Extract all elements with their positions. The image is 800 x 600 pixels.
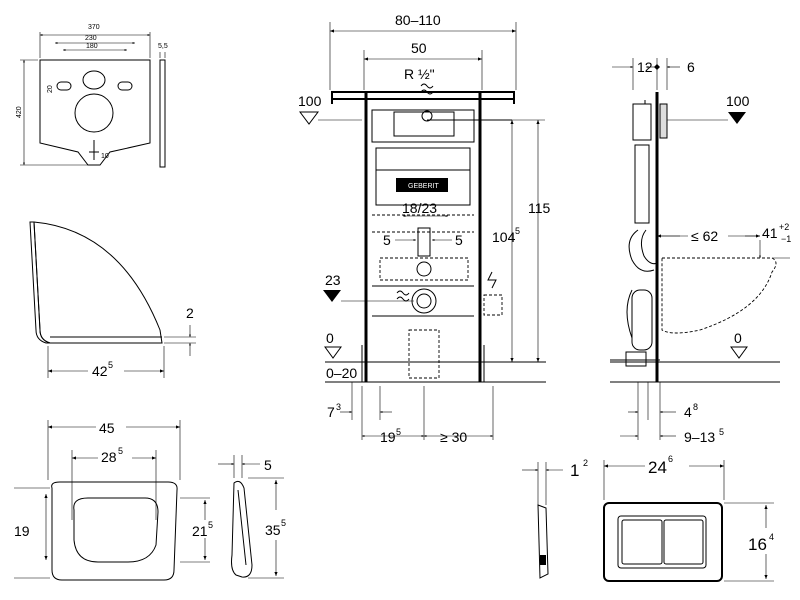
plate-hole-label: 20	[47, 85, 54, 93]
insulation-plate-view: 370 230 180 10 420 20 5,5	[16, 24, 168, 168]
reach-label: ≤ 62	[691, 228, 718, 244]
total-height-label: 115	[528, 200, 551, 216]
frame-side-view: 12 6 ≤ 62 41 +2 −1 100 0	[610, 58, 791, 445]
depth-6-label: 6	[687, 59, 695, 75]
level-100-left-label: 100	[298, 93, 322, 109]
brand-label: GEBERIT	[408, 183, 439, 190]
frame-front-view: 80–110 50 R ½" GEBERIT 18/23 5 5	[298, 12, 551, 445]
plate-slot-label: 10	[101, 153, 109, 160]
dim-7-label: 7	[327, 404, 335, 420]
plate-height-label: 420	[16, 106, 23, 118]
bowl-height-label: 41	[762, 225, 778, 241]
plate-width-2-label: 230	[85, 35, 97, 42]
lid-inner-height-sup: 5	[208, 520, 213, 530]
button-width-label: 24	[648, 458, 667, 477]
seat-width-sup: 5	[108, 360, 113, 370]
button-thickness-sup: 2	[583, 458, 588, 468]
seat-side-view: 2 42 5	[29, 221, 196, 379]
flush-height-sup: 5	[515, 226, 520, 236]
dim-30-label: ≥ 30	[440, 429, 467, 445]
plate-thickness-label: 5,5	[158, 43, 168, 50]
dim-7-sup: 3	[336, 402, 341, 412]
seat-depth-label: 2	[186, 305, 194, 321]
gap-left-label: 5	[383, 232, 391, 248]
lid-thickness-label: 5	[264, 457, 272, 473]
lid-inner-width-label: 28	[101, 449, 117, 465]
button-thickness-label: 1	[570, 461, 579, 480]
button-width-sup: 6	[668, 454, 673, 464]
plate-width-3-label: 180	[86, 43, 98, 50]
lid-views: 45 28 5 19 21 5 5 35 5	[12, 418, 296, 581]
lid-width-label: 45	[99, 420, 115, 436]
dim-9-13-sup: 5	[719, 427, 724, 437]
button-height-label: 16	[748, 535, 767, 554]
floor-range-label: 0–20	[326, 365, 357, 381]
dim-19-sup: 5	[396, 427, 401, 437]
button-height-sup: 4	[769, 532, 774, 542]
plate-width-label: 370	[88, 24, 100, 31]
lid-height-label: 19	[14, 523, 30, 539]
dim-19-label: 19	[380, 429, 396, 445]
lid-inner-height-label: 21	[192, 523, 208, 539]
lid-depth-sup: 5	[281, 518, 286, 528]
level-23-label: 23	[325, 272, 341, 288]
lid-inner-width-sup: 5	[118, 446, 123, 456]
flush-height-label: 104	[492, 229, 516, 245]
frame-width-label: 80–110	[395, 12, 441, 28]
depth-12-label: 12	[637, 59, 653, 75]
pipe-size-label: R ½"	[404, 66, 435, 82]
flush-plate-views: 1 2 24 6 16 4	[522, 452, 789, 582]
lid-depth-label: 35	[265, 522, 281, 538]
seat-width-label: 42	[92, 363, 108, 379]
dim-4-label: 4	[684, 404, 692, 420]
dim-4-sup: 8	[693, 402, 698, 412]
level-0-right-label: 0	[734, 330, 742, 346]
dim-9-13-label: 9–13	[684, 429, 715, 445]
frame-inner-width-label: 50	[411, 40, 427, 56]
bowl-height-sup: +2	[779, 222, 789, 232]
spacing-label: 18/23	[402, 200, 437, 216]
bowl-height-sub: −1	[781, 234, 791, 244]
level-0-left-label: 0	[326, 330, 334, 346]
gap-right-label: 5	[455, 232, 463, 248]
level-100-right-label: 100	[726, 93, 750, 109]
